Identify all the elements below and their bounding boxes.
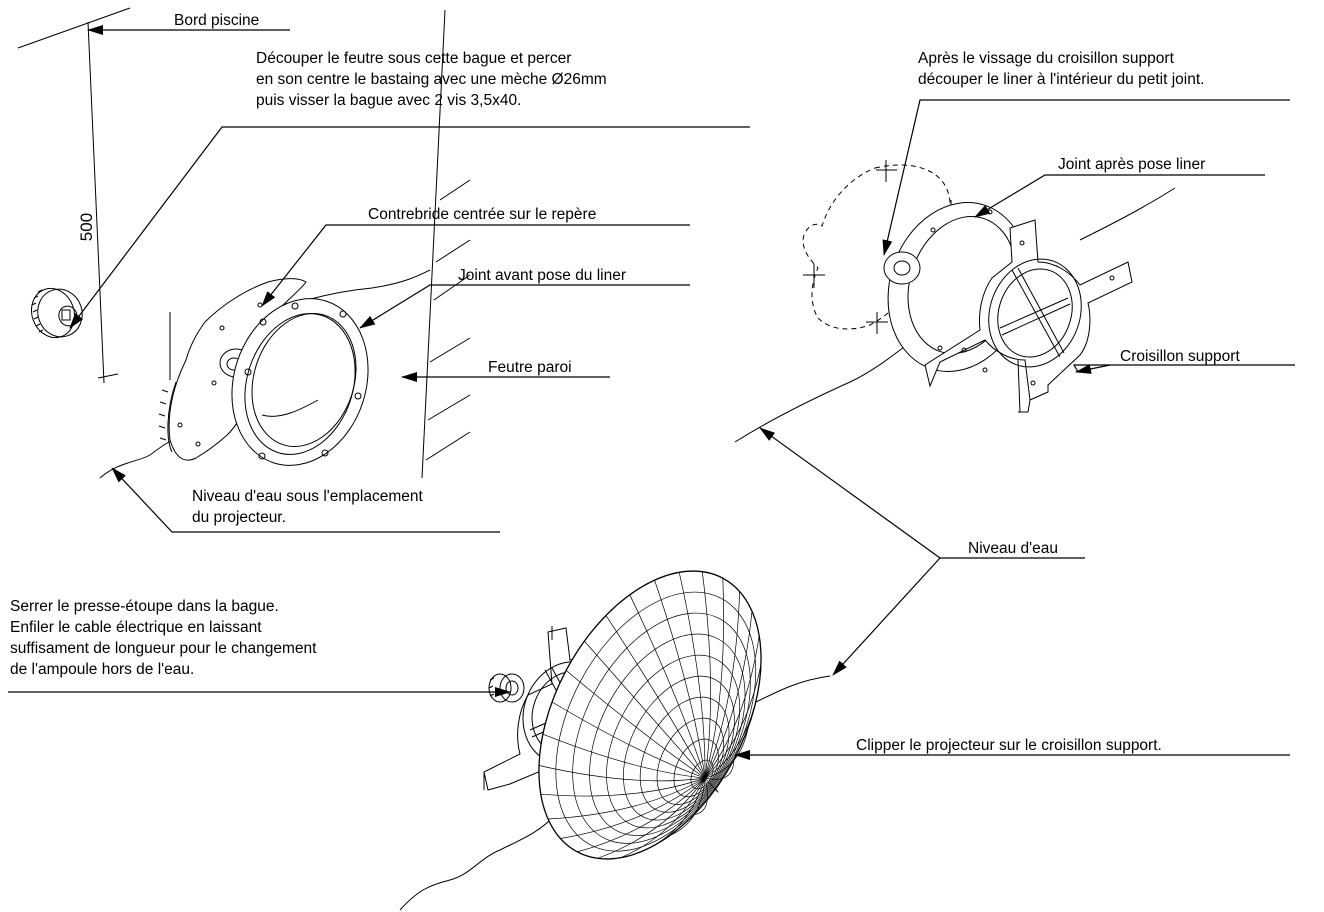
gasket-before-liner [231, 298, 369, 466]
label-joint-apres: Joint après pose liner [1058, 156, 1206, 173]
label-line: Serrer le presse-étoupe dans la bague. [10, 598, 279, 615]
label-feutre-paroi: Feutre paroi [488, 359, 572, 376]
projector-mesh-line [551, 701, 706, 779]
label-line: suffisament de longueur pour le changeme… [10, 640, 317, 657]
projector-mesh-line [704, 664, 762, 779]
projector-mesh-line [560, 777, 706, 839]
label-apres-vissage: Après le vissage du croisillon support d… [918, 48, 1204, 90]
projector-mesh-ring [572, 612, 751, 844]
projector-mesh-line [701, 571, 711, 779]
pool-rim-edge [17, 7, 131, 49]
projector-mesh-line [540, 777, 706, 797]
label-line: de l'ampoule hors de l'eau. [10, 661, 195, 678]
label-line: puis visser la bague avec 2 vis 3,5x40. [256, 92, 522, 109]
label-line: Enfiler le cable électrique en laissant [10, 619, 262, 636]
cut-outline-dashed [802, 164, 951, 330]
label-serrer-presse-etoupe: Serrer le presse-étoupe dans la bague. E… [10, 596, 316, 680]
mounting-ring [30, 287, 83, 339]
projector-mesh-line [654, 580, 706, 779]
projector-mesh-line [629, 594, 706, 779]
projector-mesh-ring [589, 633, 746, 836]
leader-lines [8, 25, 1295, 760]
projector-mesh-line [704, 727, 749, 779]
projector-mesh-line [704, 635, 760, 779]
projector-mesh-line [670, 777, 706, 836]
projector-mesh-ring [656, 717, 725, 805]
projector-mesh-line [605, 615, 706, 779]
label-clipper-projecteur: Clipper le projecteur sur le croisillon … [856, 737, 1162, 754]
dimension-line-500 [87, 21, 119, 384]
projector-mesh-ring [690, 759, 714, 790]
projector-mesh-line [678, 572, 706, 779]
projector-mesh-line [704, 591, 740, 779]
projector-mesh-line [693, 777, 708, 815]
projector-mesh-line [547, 777, 706, 820]
projector-mesh-ring [606, 654, 741, 829]
label-line: Découper le feutre sous cette bague et p… [256, 50, 572, 67]
label-line: du projecteur. [192, 509, 286, 526]
label-contrebride: Contrebride centrée sur le repère [368, 206, 597, 223]
label-niveau-eau: Niveau d'eau [968, 540, 1058, 557]
projector-mesh-line [704, 777, 719, 793]
label-joint-avant: Joint avant pose du liner [458, 267, 627, 284]
projector-mesh-line [620, 777, 706, 859]
liner-edge-bottom [399, 675, 831, 911]
label-line: Après le vissage du croisillon support [918, 50, 1174, 67]
projector-mesh-line [565, 670, 706, 779]
projector-mesh-ring [639, 696, 730, 813]
dimension-label: 500 [77, 213, 96, 241]
projector-mesh-ring [673, 738, 719, 798]
label-bord-piscine: Bord piscine [174, 12, 260, 29]
label-niveau-eau-sous: Niveau d'eau sous l'emplacement du proje… [192, 486, 423, 528]
label-croisillon-support: Croisillon support [1120, 348, 1240, 365]
projector-dome [538, 570, 762, 860]
projector-mesh-line [597, 777, 706, 859]
projector-mesh-line [538, 765, 706, 782]
label-line: Niveau d'eau sous l'emplacement [192, 488, 423, 505]
label-decouper-feutre: Découper le feutre sous cette bague et p… [256, 48, 607, 111]
projector-mesh-ring [623, 675, 735, 821]
label-line: en son centre le bastaing avec une mèche… [256, 71, 607, 88]
projector-mesh-ring [555, 591, 757, 852]
projector-mesh-line [704, 610, 753, 779]
projector-mesh-line [584, 640, 706, 779]
projector-mesh-line [704, 578, 724, 779]
projector-mesh-line [704, 759, 735, 780]
label-line: découper le liner à l'intérieur du petit… [918, 71, 1205, 88]
cable-gland [488, 673, 525, 703]
wall-post [421, 9, 471, 479]
projector-mesh-line [542, 733, 706, 779]
support-cross [924, 219, 1133, 413]
